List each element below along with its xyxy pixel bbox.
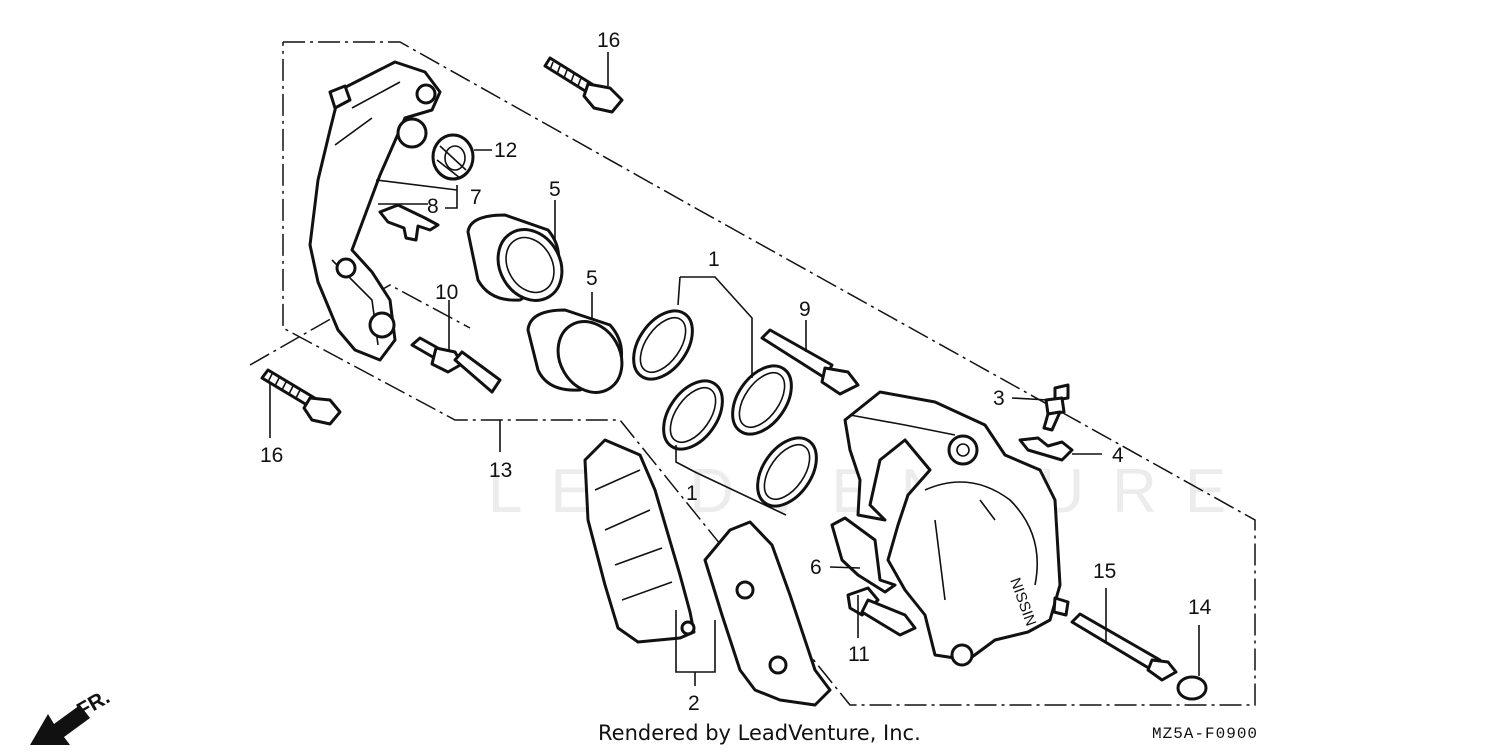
slide-pin-15 [1070,612,1178,682]
part-label-16-bottom: 16 [260,444,283,467]
part-label-5-upper: 5 [549,178,561,201]
pin-bolt-10 [410,336,502,394]
part-label-15: 15 [1093,560,1116,583]
rendered-by-credit: Rendered by LeadVenture, Inc. [598,721,921,745]
mounting-bolt-11 [846,586,917,637]
part-label-3: 3 [993,387,1005,410]
part-label-12: 12 [494,139,517,162]
part-label-10: 10 [435,281,458,304]
part-label-7: 7 [470,186,482,209]
pad-spring-clip [378,203,440,242]
brake-pad-front [583,438,696,644]
boot [431,133,475,181]
part-label-6: 6 [810,556,822,579]
bleed-cap [1018,436,1074,462]
diagram-code: MZ5A-F0900 [1152,725,1259,743]
piston-upper [466,213,564,302]
part-label-9: 9 [799,298,811,321]
bracket-subassembly-outline [249,284,471,366]
brake-pad-rear [703,520,832,707]
part-label-4: 4 [1112,444,1124,467]
piston-lower [526,308,624,394]
part-label-13: 13 [489,459,512,482]
pad-shim [830,516,897,594]
part-label-16-top: 16 [597,29,620,52]
part-label-2: 2 [688,692,700,715]
part-label-1-upper: 1 [708,248,720,271]
part-label-1-lower: 1 [686,482,698,505]
part-label-8: 8 [427,195,439,218]
part-labels: 16 12 7 8 5 5 1 10 9 3 4 16 13 1 6 15 14… [260,29,1212,715]
part-label-14: 14 [1188,596,1212,619]
slide-pin-9 [760,328,860,396]
pin-boot-14 [1176,675,1208,701]
caliper-bracket [308,60,442,362]
caliper-body: NISSIN [843,390,1070,667]
part-label-11: 11 [848,643,870,666]
bolt-16-top [543,56,624,114]
leader-lines [269,52,1200,686]
part-label-5-lower: 5 [586,267,598,290]
bolt-16-bottom [260,368,342,426]
piston-seals [632,309,818,508]
assembly-outline [282,41,1256,706]
direction-arrow [30,705,90,745]
bleed-screw [1042,383,1070,432]
